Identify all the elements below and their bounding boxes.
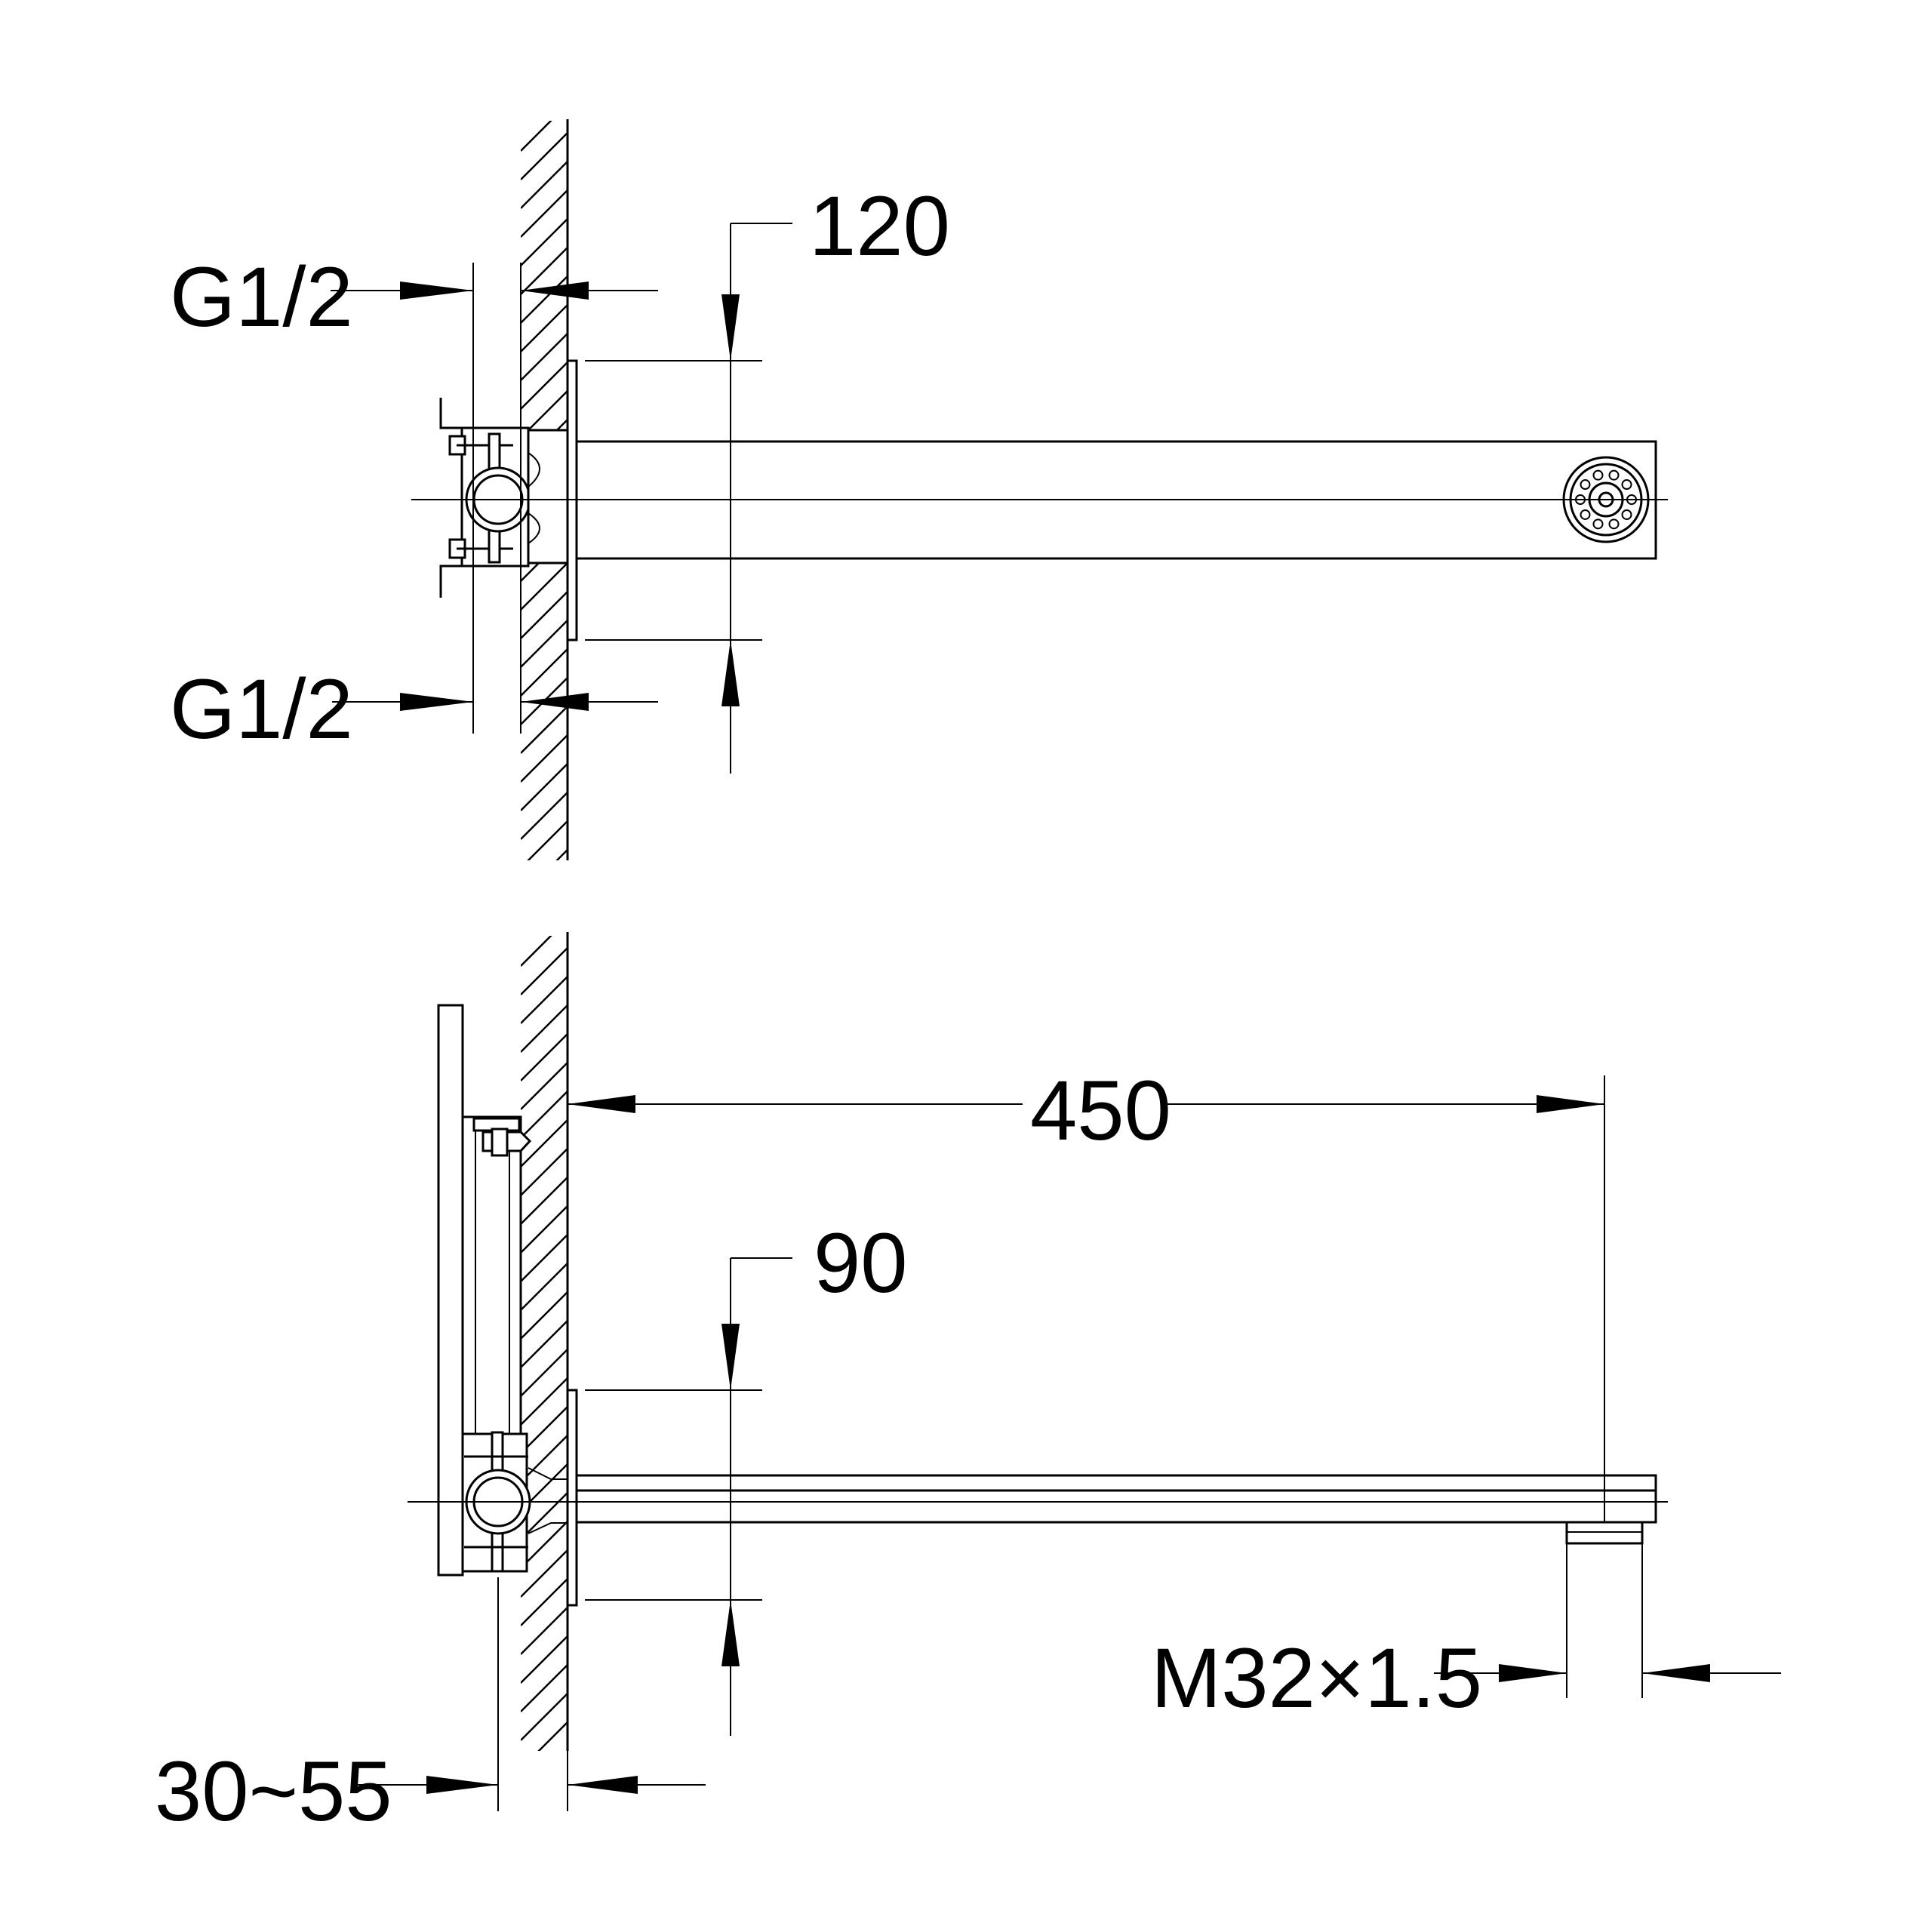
wall-hatch-line bbox=[527, 820, 568, 860]
wall-hatch-line bbox=[521, 1004, 568, 1053]
wall-hatch-line bbox=[521, 1148, 568, 1196]
wall-hatch-line bbox=[521, 648, 568, 697]
wall-hatch-line bbox=[521, 1177, 568, 1225]
wall-hatch-line bbox=[521, 1406, 568, 1454]
spout-side bbox=[575, 1474, 1657, 1545]
wall-hatch-line bbox=[521, 1377, 568, 1426]
aerator-hole bbox=[1580, 509, 1591, 520]
dim-spout-length: 450 bbox=[568, 1063, 1605, 1522]
dim-label-g12-top: G1/2 bbox=[170, 250, 353, 344]
aerator-hole bbox=[1580, 479, 1591, 491]
wall-hatch-line bbox=[521, 591, 568, 639]
wall-hatch-line bbox=[521, 275, 568, 324]
wall-hatch-line bbox=[521, 1205, 568, 1254]
wall-hatch-line bbox=[521, 562, 568, 611]
wall-hatch-line bbox=[521, 304, 568, 352]
cover-plate bbox=[437, 1004, 464, 1577]
wall-hatch-line bbox=[521, 1091, 568, 1139]
wall-hatch-line bbox=[521, 1693, 568, 1741]
wall-hatch-line bbox=[521, 1549, 568, 1598]
side-view: 450 90 M32×1.5 bbox=[155, 932, 1781, 1838]
aerator-hole bbox=[1608, 469, 1620, 481]
dim-label-g12-bottom: G1/2 bbox=[170, 662, 353, 756]
dim-label-90: 90 bbox=[814, 1216, 908, 1310]
dim-spout-offset: 90 bbox=[585, 1216, 908, 1736]
wall-hatch-line bbox=[521, 1291, 568, 1340]
wall-hatch-line bbox=[521, 976, 568, 1024]
dim-plate-height: 120 bbox=[585, 179, 950, 774]
wall-hatch-line bbox=[521, 1435, 568, 1483]
wall-hatch-line bbox=[521, 1664, 568, 1712]
wall-hatch-line bbox=[521, 620, 568, 668]
wall-hatch-line bbox=[521, 1062, 568, 1110]
wall-hatch-line bbox=[521, 189, 568, 238]
wall-hatch-line bbox=[521, 947, 568, 995]
wall-bottom bbox=[521, 932, 569, 1751]
wall-hatch-line bbox=[566, 1750, 568, 1751]
top-view: 120 G1/2 G1/2 bbox=[170, 119, 1668, 860]
wall-hatch-line bbox=[521, 792, 568, 840]
dim-label-30-55: 30~55 bbox=[155, 1744, 392, 1838]
dim-outlet-thread: M32×1.5 bbox=[1151, 1543, 1781, 1725]
wall-hatch-line bbox=[537, 1721, 568, 1751]
wall-hatch-line bbox=[521, 218, 568, 266]
aerator-hole bbox=[1608, 518, 1620, 530]
wall-hatch-line bbox=[521, 1320, 568, 1368]
wall-hatch-line bbox=[521, 734, 568, 783]
wall-hatch-line bbox=[521, 247, 568, 295]
wall-hatch-line bbox=[521, 706, 568, 754]
valve-body-top bbox=[439, 263, 569, 734]
dim-wall-depth: 30~55 bbox=[155, 1744, 706, 1838]
wall-hatch-line bbox=[521, 1033, 568, 1081]
wall-hatch-line bbox=[521, 1578, 568, 1626]
dim-inlet-bottom: G1/2 bbox=[170, 662, 658, 756]
aerator-hole bbox=[1621, 509, 1632, 520]
wall-hatch-line bbox=[521, 763, 568, 811]
aerator-hole bbox=[1592, 518, 1604, 530]
wall-hatch-line bbox=[521, 333, 568, 381]
wall-hatch-line bbox=[521, 1263, 568, 1311]
wall-hatch-line bbox=[521, 132, 568, 180]
wall-hatch-line bbox=[521, 1607, 568, 1655]
wall-hatch-line bbox=[521, 1635, 568, 1684]
wall-hatch-line bbox=[521, 1492, 568, 1540]
wall-hatch-line bbox=[521, 936, 552, 967]
aerator-hole bbox=[1592, 469, 1604, 481]
wall-plate-side bbox=[566, 1389, 578, 1607]
aerator-hole bbox=[1621, 479, 1632, 491]
wall-hatch-line bbox=[521, 121, 552, 152]
wall-hatch-line bbox=[521, 1521, 568, 1569]
wall-hatch-line bbox=[555, 849, 568, 860]
concealed-body bbox=[461, 1115, 568, 1573]
wall-hatch-line bbox=[521, 361, 568, 410]
dim-inlet-top: G1/2 bbox=[170, 250, 658, 344]
wall-hatch-line bbox=[521, 1349, 568, 1397]
wall-hatch-line bbox=[521, 1234, 568, 1282]
wall-hatch-line bbox=[521, 161, 568, 209]
dim-label-m32: M32×1.5 bbox=[1151, 1631, 1482, 1725]
dim-label-450: 450 bbox=[1030, 1063, 1171, 1158]
dim-label-120: 120 bbox=[809, 179, 950, 273]
wall-hatch-line bbox=[521, 1119, 568, 1168]
